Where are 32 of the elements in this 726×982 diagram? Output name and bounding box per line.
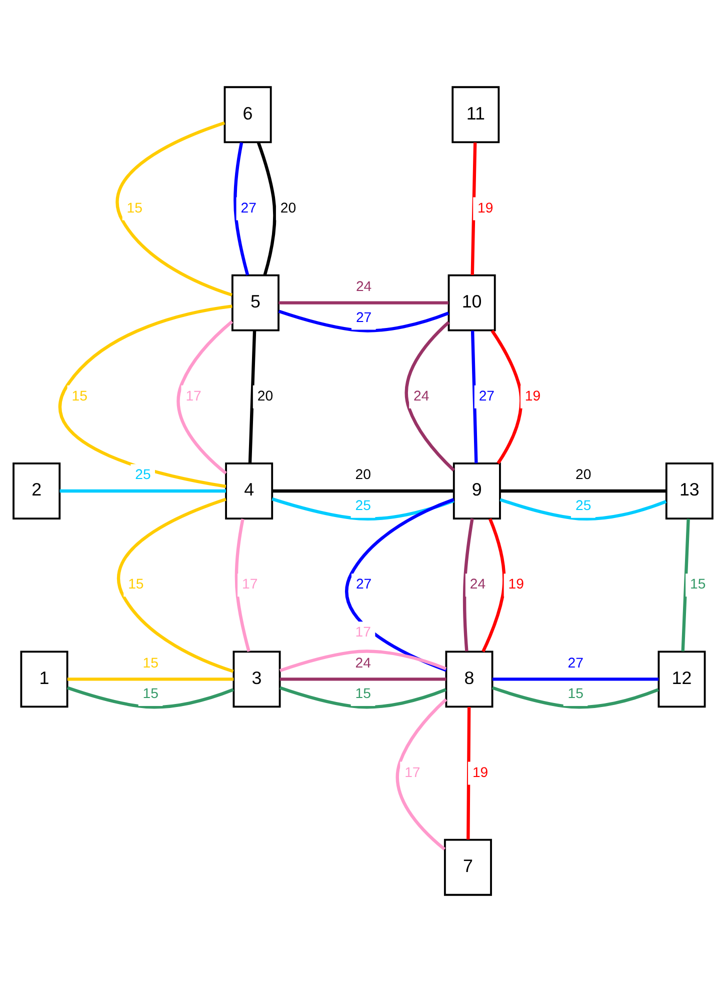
edge-label: 25 (135, 466, 151, 482)
edge-label: 20 (355, 466, 371, 482)
edge-label: 27 (568, 654, 584, 670)
edge-label: 20 (257, 387, 274, 404)
edge-label: 17 (186, 387, 202, 404)
edge-label: 25 (355, 496, 371, 513)
edge-label: 15 (568, 685, 584, 702)
edge-label: 17 (355, 624, 371, 640)
edge-label: 19 (508, 576, 524, 592)
edge-label: 19 (478, 199, 494, 216)
edge-label: 27 (478, 387, 495, 404)
edge-label: 27 (356, 308, 372, 325)
edge-label: 15 (128, 576, 144, 592)
edge-label: 15 (142, 654, 158, 670)
edge-label: 20 (576, 466, 592, 482)
edge-label: 17 (242, 576, 258, 592)
edge-label: 24 (470, 576, 486, 592)
edge-label: 25 (576, 496, 592, 513)
edge-label: 27 (240, 199, 256, 216)
edge-label: 24 (414, 387, 430, 404)
edge-label: 15 (126, 199, 142, 216)
edge-label: 19 (524, 387, 541, 404)
edge-label: 15 (690, 576, 706, 592)
edge-label: 24 (356, 278, 372, 294)
edge-label: 19 (472, 764, 488, 780)
edge-label: 15 (355, 685, 371, 702)
edge-label: 27 (356, 576, 372, 592)
edge-label: 20 (280, 199, 296, 216)
edge-label: 24 (355, 654, 371, 670)
edge-label: 15 (142, 685, 158, 702)
edge-label: 15 (72, 387, 88, 404)
edge-label: 17 (404, 764, 420, 780)
